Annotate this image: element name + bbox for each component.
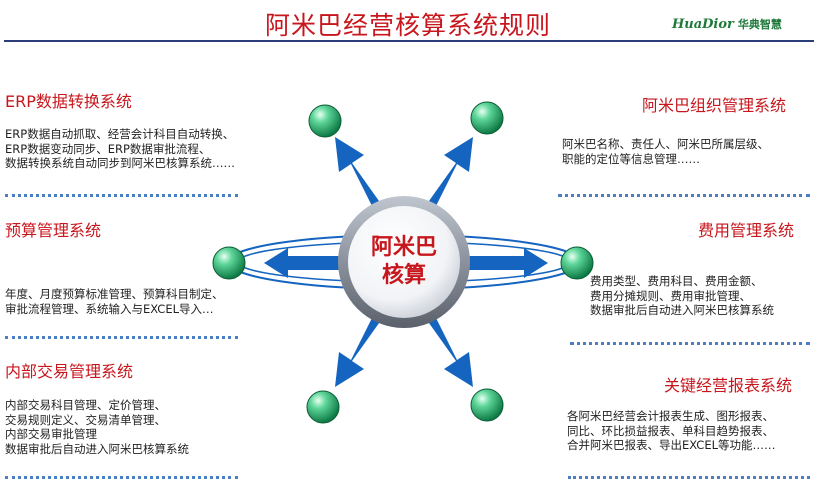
arrow-to-expense: [462, 248, 548, 278]
budget-line: 年度、月度预算标准管理、预算科目制定、: [5, 287, 224, 301]
expense-line: 费用分摊规则、费用审批管理、: [590, 288, 751, 303]
report-description: 各阿米巴经营会计报表生成、图形报表、 同比、环比损益报表、单科目趋势报表、 合并…: [567, 409, 776, 453]
center-label-line1: 阿米巴: [370, 235, 437, 260]
arrow-to-org: [424, 137, 473, 214]
report-title: 关键经营报表系统: [664, 376, 793, 395]
org-description: 阿米巴名称、责任人、阿米巴所属层级、 职能的定位等信息管理……: [562, 137, 769, 166]
node-report: [470, 388, 504, 422]
erp-divider: [5, 194, 238, 197]
budget-description: 年度、月度预算标准管理、预算科目制定、 审批流程管理、系统输入与EXCEL导入…: [5, 287, 224, 316]
page-title: 阿米巴经营核算系统规则: [264, 11, 551, 40]
internal-description: 内部交易科目管理、定价管理、 交易规则定义、交易清单管理、 内部交易审批管理 数…: [5, 398, 189, 456]
internal-line: 交易规则定义、交易清单管理、: [5, 412, 166, 427]
center-hub: [348, 206, 460, 318]
center-label: 阿米巴 核算: [344, 234, 464, 290]
org-title: 阿米巴组织管理系统: [642, 96, 787, 115]
node-org: [470, 101, 504, 135]
expense-divider: [570, 342, 810, 345]
internal-title: 内部交易管理系统: [5, 362, 134, 381]
internal-line: 内部交易审批管理: [5, 427, 97, 441]
erp-line: 数据转换系统自动同步到阿米巴核算系统……: [5, 156, 235, 170]
budget-divider: [5, 336, 238, 339]
erp-line: ERP数据变动同步、ERP数据审批流程、: [5, 141, 211, 156]
erp-description: ERP数据自动抓取、经营会计科目自动转换、 ERP数据变动同步、ERP数据审批流…: [5, 127, 235, 171]
internal-line: 内部交易科目管理、定价管理、: [5, 398, 166, 412]
expense-line: 数据审批后自动进入阿米巴核算系统: [590, 303, 774, 317]
node-budget: [212, 246, 246, 280]
budget-line: 审批流程管理、系统输入与EXCEL导入…: [5, 301, 214, 316]
arrow-to-erp: [335, 137, 384, 214]
org-line: 阿米巴名称、责任人、阿米巴所属层级、: [562, 137, 769, 151]
report-line: 合并阿米巴报表、导出EXCEL等功能……: [567, 438, 776, 452]
erp-line: ERP数据自动抓取、经营会计科目自动转换、: [5, 127, 235, 141]
arrow-to-budget: [264, 248, 348, 278]
logo-latin: HuaDior: [672, 17, 734, 32]
node-expense: [560, 246, 594, 280]
budget-title: 预算管理系统: [5, 221, 102, 240]
center-label-line2: 核算: [381, 263, 426, 288]
internal-line: 数据审批后自动进入阿米巴核算系统: [5, 441, 189, 456]
title-divider: [4, 40, 814, 42]
node-internal: [306, 390, 340, 424]
internal-divider: [5, 476, 238, 479]
node-erp: [308, 104, 342, 138]
report-divider: [568, 476, 810, 479]
report-line: 同比、环比损益报表、单科目趋势报表、: [567, 423, 774, 438]
erp-title: ERP数据转换系统: [5, 92, 132, 111]
report-line: 各阿米巴经营会计报表生成、图形报表、: [567, 409, 774, 423]
org-divider: [558, 194, 810, 197]
expense-line: 费用类型、费用科目、费用金额、: [590, 274, 763, 288]
arrow-to-report: [424, 310, 473, 387]
expense-description: 费用类型、费用科目、费用金额、 费用分摊规则、费用审批管理、 数据审批后自动进入…: [590, 274, 774, 318]
expense-title: 费用管理系统: [698, 221, 795, 240]
logo-cn: 华典智慧: [737, 18, 782, 31]
arrow-to-internal: [335, 310, 384, 387]
org-line: 职能的定位等信息管理……: [562, 151, 700, 166]
